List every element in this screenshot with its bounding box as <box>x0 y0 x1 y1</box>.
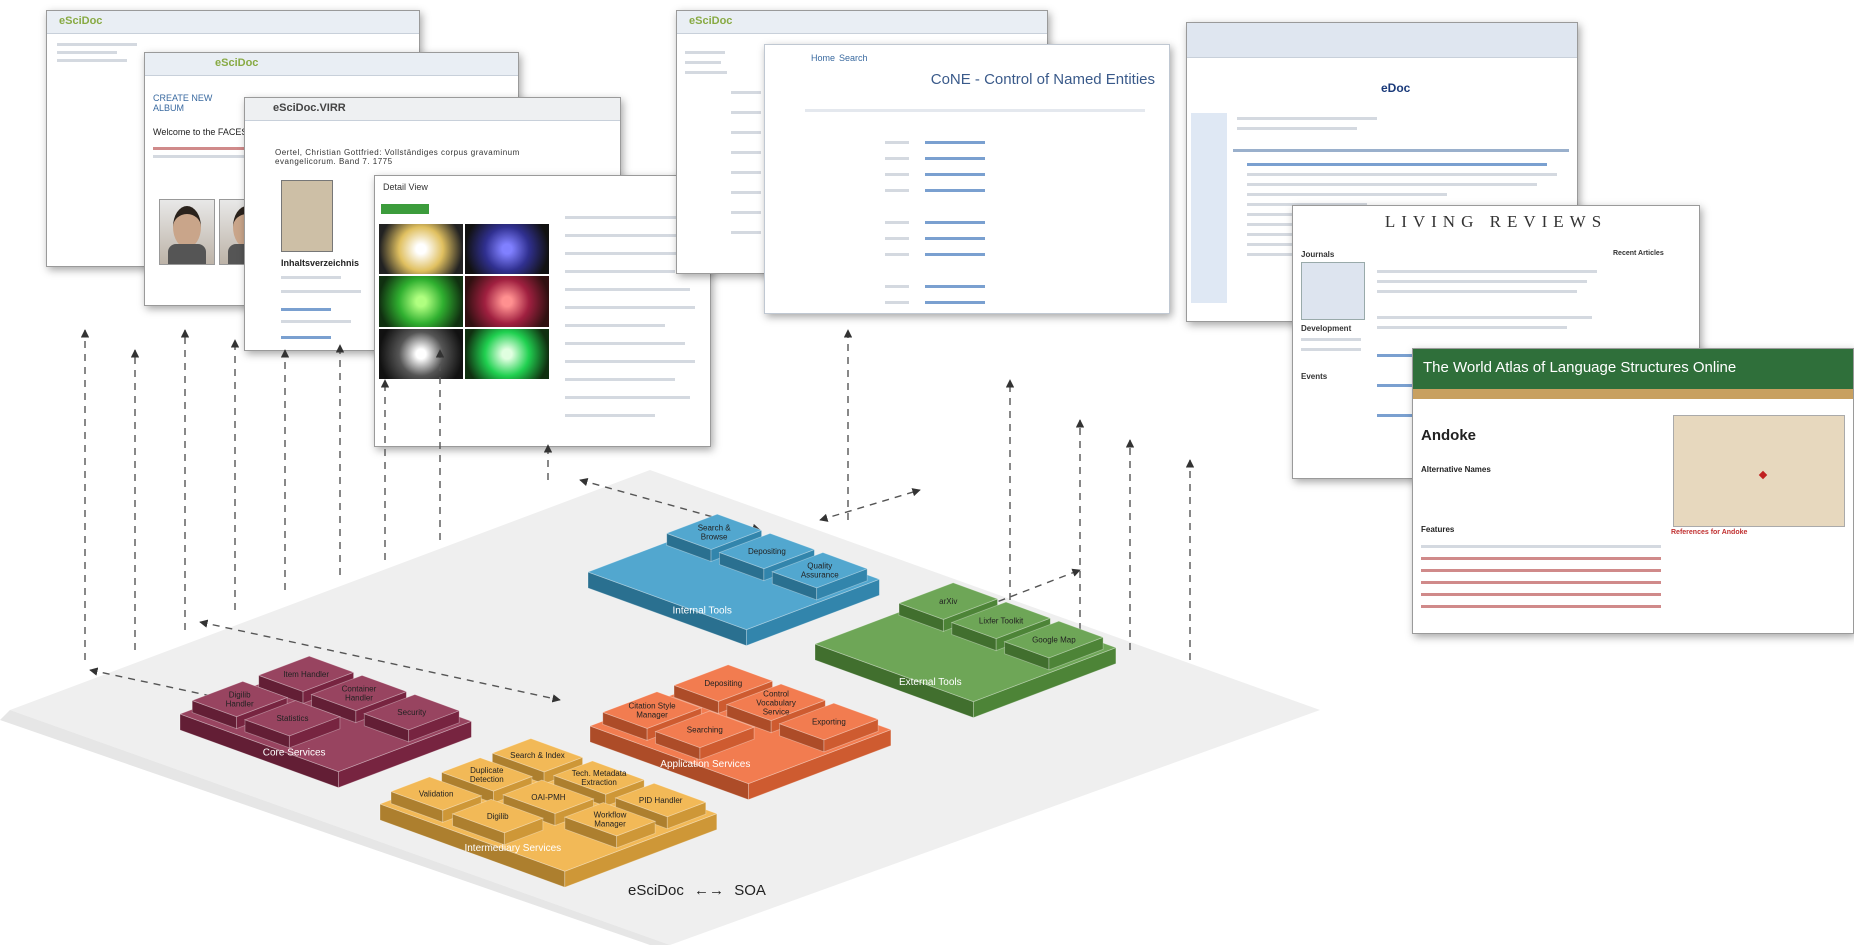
living-reviews-title: LIVING REVIEWS <box>1384 212 1608 231</box>
living-events-heading: Events <box>1301 372 1328 381</box>
wals-header <box>1413 349 1853 389</box>
wals-map[interactable] <box>1673 415 1845 527</box>
diagram-caption: eSciDoc ←→ SOA <box>628 882 766 899</box>
caption-escidoc: eSciDoc <box>628 882 684 899</box>
platform-label-internal: Internal Tools <box>673 606 732 617</box>
cone-nav-home[interactable]: Home <box>811 53 836 63</box>
service-block-label: Duplicate <box>470 766 504 775</box>
image-grid <box>379 224 549 379</box>
living-recent-heading: Recent Articles <box>1613 250 1664 257</box>
virr-book-title: Oertel, Christian Gottfried: Vollständig… <box>275 148 520 166</box>
service-block-label: Handler <box>226 700 254 709</box>
caption-soa: SOA <box>734 882 766 899</box>
service-block-label: Manager <box>636 711 668 720</box>
service-block-label: Digilib <box>487 812 509 821</box>
service-block-label: Container <box>342 685 377 694</box>
service-block-label: Tech. Metadata <box>572 769 627 778</box>
service-block-label: OAI-PMH <box>531 793 565 802</box>
wals-screenshot: The World Atlas of Language Structures O… <box>1412 348 1854 634</box>
cone-screenshot: Home Search CoNE - Control of Named Enti… <box>764 44 1170 314</box>
wals-title: The World Atlas of Language Structures O… <box>1423 359 1737 376</box>
service-block-label: Exporting <box>812 718 846 727</box>
cone-nav-search[interactable]: Search <box>839 53 868 63</box>
service-block-label: Validation <box>419 790 454 799</box>
edoc-logo: eDoc <box>1381 81 1411 95</box>
service-block-label: Security <box>397 708 426 717</box>
connector-arrows <box>80 329 1195 748</box>
service-block-label: Search & Index <box>510 751 565 760</box>
service-block-label: Search & <box>698 523 732 532</box>
service-block-label: Lixfer Toolkit <box>979 616 1024 625</box>
platform-label-application: Application Services <box>660 759 750 770</box>
service-block-label: Detection <box>470 775 504 784</box>
wals-language-name: Andoke <box>1421 427 1477 444</box>
escidoc-logo: eSciDoc <box>689 15 733 27</box>
cone-title: CoNE - Control of Named Entities <box>930 71 1155 88</box>
face-photo <box>159 199 215 265</box>
service-block-label: Browse <box>701 532 728 541</box>
service-block-label: Digilib <box>229 691 251 700</box>
service-block-label: Extraction <box>581 778 617 787</box>
service-block-label: Handler <box>345 694 373 703</box>
living-journals-list <box>1301 262 1365 320</box>
edoc-sidebar <box>1191 113 1227 303</box>
book-page-image <box>281 180 333 252</box>
service-block-label: Google Map <box>1032 636 1076 645</box>
detail-view-screenshot: Detail View <box>374 175 711 447</box>
service-block-label: Service <box>763 707 790 716</box>
service-block-label: Assurance <box>801 571 839 580</box>
service-block-label: PID Handler <box>639 796 683 805</box>
service-block-label: Statistics <box>276 714 308 723</box>
service-block-label: Manager <box>594 820 626 829</box>
living-journals-heading: Journals <box>1301 250 1335 259</box>
virr-logo: eSciDoc.VIRR <box>273 102 346 114</box>
platform-label-intermediary: Intermediary Services <box>464 843 561 854</box>
escidoc-logo: eSciDoc <box>59 15 103 27</box>
platform-label-core: Core Services <box>263 748 326 759</box>
double-arrow-icon: ←→ <box>694 882 725 899</box>
virr-contents: Inhaltsverzeichnis <box>281 258 360 268</box>
service-block-label: Workflow <box>594 811 627 820</box>
wals-alt-names: Alternative Names <box>1421 465 1491 474</box>
detail-view-title: Detail View <box>383 182 428 192</box>
service-block-label: Item Handler <box>283 670 329 679</box>
living-development-heading: Development <box>1301 324 1352 333</box>
wals-features: Features <box>1421 525 1455 534</box>
service-block-label: Quality <box>807 562 832 571</box>
escidoc-logo: eSciDoc <box>215 57 259 69</box>
service-block-label: Control <box>763 689 789 698</box>
platform-label-external: External Tools <box>899 677 962 688</box>
faces-create-album: CREATE NEW ALBUM <box>153 93 213 113</box>
faces-welcome: Welcome to the FACES Collection <box>153 127 290 137</box>
service-block-label: Depositing <box>748 547 786 556</box>
wals-references: References for Andoke <box>1671 529 1748 536</box>
service-block-label: Vocabulary <box>756 698 796 707</box>
service-block-label: Searching <box>687 725 723 734</box>
service-block-label: arXiv <box>939 597 957 606</box>
service-block-label: Depositing <box>704 679 742 688</box>
service-block-label: Citation Style <box>628 702 676 711</box>
